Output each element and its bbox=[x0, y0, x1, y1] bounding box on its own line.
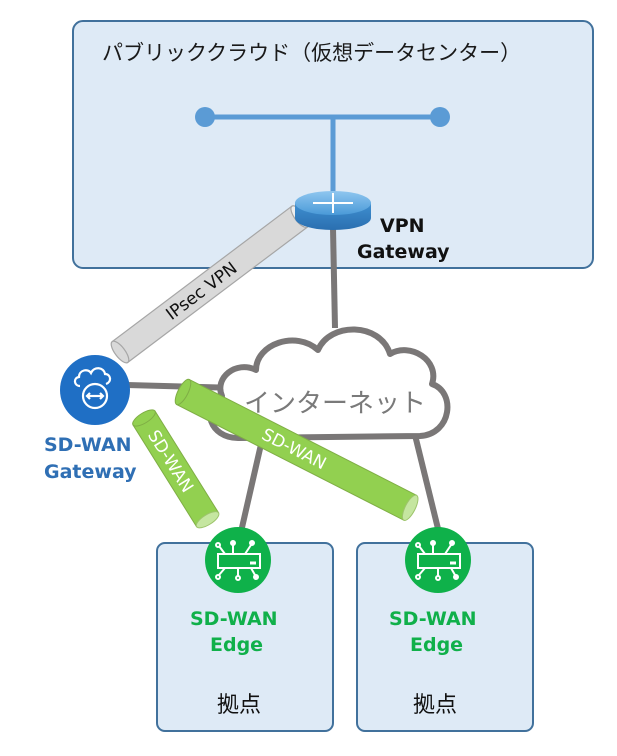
site-box-2: SD-WAN Edge 拠点 bbox=[356, 527, 534, 732]
sdwan-gateway-circle bbox=[60, 355, 130, 425]
sdwan-edge-device-icon bbox=[415, 540, 461, 581]
sdwan-edge-device-icon bbox=[215, 540, 261, 581]
sdwan-edge-label-line2-2: Edge bbox=[410, 634, 463, 656]
sdwan-edge-label-line2-1: Edge bbox=[210, 634, 263, 656]
sdwan-edge-label-line1-1: SD-WAN bbox=[190, 608, 278, 630]
lan-bus bbox=[195, 107, 450, 195]
cloud-exchange-icon bbox=[73, 367, 112, 410]
sdwan-tunnel-side: SD-WAN bbox=[132, 409, 220, 529]
vpn-gateway-label-line2: Gateway bbox=[357, 241, 450, 263]
link-internet-edge-2 bbox=[412, 434, 445, 546]
lan-node-left bbox=[195, 107, 215, 127]
sdwan-gateway: SD-WAN Gateway bbox=[44, 355, 137, 483]
link-vpn-gateway-internet bbox=[330, 227, 338, 329]
site-name-2: 拠点 bbox=[413, 693, 457, 718]
internet-cloud: インターネット bbox=[207, 326, 451, 441]
site-name-1: 拠点 bbox=[217, 693, 261, 718]
sdwan-edge-circle-2 bbox=[405, 527, 471, 593]
sdwan-edge-circle-1 bbox=[205, 527, 271, 593]
vpn-gateway-label-line1: VPN bbox=[380, 215, 425, 237]
sdwan-gateway-label-line1: SD-WAN bbox=[44, 434, 132, 456]
router-icon bbox=[295, 191, 371, 230]
internet-label: インターネット bbox=[244, 389, 426, 419]
vpn-gateway-router: VPN Gateway bbox=[295, 191, 450, 263]
sdwan-edge-label-line1-2: SD-WAN bbox=[389, 608, 477, 630]
sdwan-gateway-label-line2: Gateway bbox=[44, 461, 137, 483]
public-cloud-title: パブリッククラウド（仮想データセンター） bbox=[102, 41, 521, 65]
lan-node-right bbox=[430, 107, 450, 127]
site-box-1: SD-WAN Edge 拠点 bbox=[156, 527, 334, 732]
